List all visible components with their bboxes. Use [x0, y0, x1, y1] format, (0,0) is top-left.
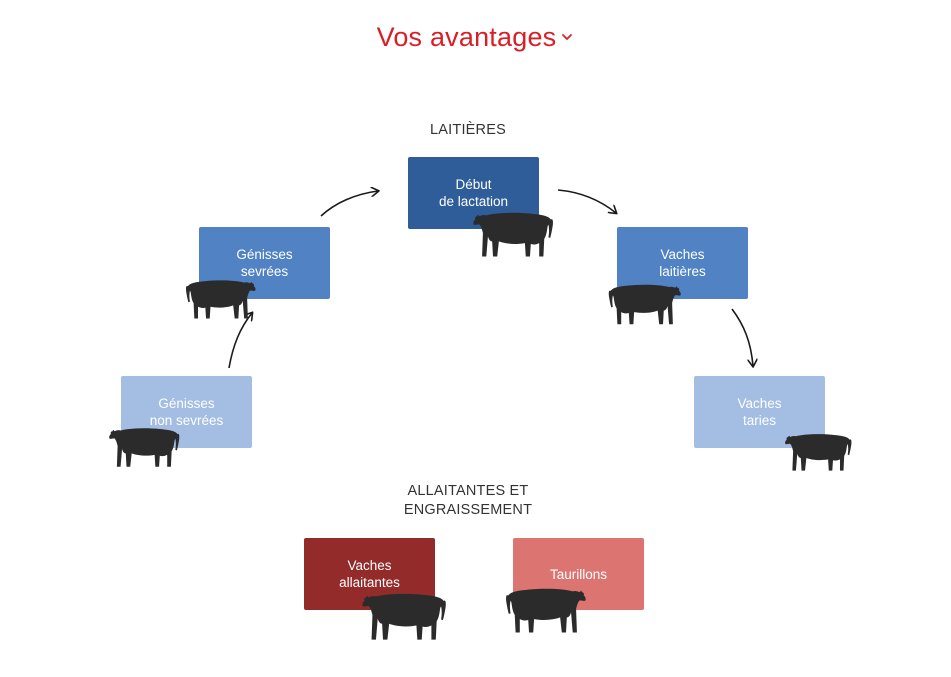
section-label-beef: ALLAITANTES ET ENGRAISSEMENT: [388, 482, 548, 520]
arrow-non-sevrees-to-sevrees: [228, 313, 252, 369]
arrow-debut-to-laitieres: [557, 189, 616, 213]
chevron-down-icon: [562, 33, 573, 40]
stage-label: Début de lactation: [438, 177, 509, 209]
arrow-sevrees-to-debut: [320, 191, 378, 217]
stage-label: Génisses sevrées: [236, 247, 293, 279]
section-label-dairy: LAITIÈRES: [430, 122, 506, 138]
section-label-beef-text: ALLAITANTES ET ENGRAISSEMENT: [403, 483, 533, 518]
stage-genisses-non-sevrees[interactable]: Génisses non sevrées: [121, 376, 252, 448]
page-title[interactable]: Vos avantages: [0, 22, 951, 53]
cow-icon-vaches-laitieres: [606, 280, 682, 326]
arrow-laitieres-to-taries: [731, 308, 753, 366]
stage-label: Génisses non sevrées: [149, 396, 224, 428]
page-title-label: Vos avantages: [376, 22, 557, 52]
cow-icon-genisses-non-sevrees: [108, 422, 182, 470]
cow-icon-genisses-sevrees: [183, 276, 257, 320]
cow-icon-debut-lactation: [472, 207, 556, 259]
stage-label: Vaches taries: [737, 396, 782, 428]
stage-debut-lactation[interactable]: Début de lactation: [408, 157, 539, 229]
cow-icon-taurillons: [503, 582, 587, 636]
stage-label: Taurillons: [549, 566, 608, 582]
cow-icon-vaches-allaitantes: [361, 588, 449, 642]
cow-icon-vaches-taries: [784, 425, 854, 477]
stage-label: Vaches allaitantes: [339, 558, 400, 590]
stage-label: Vaches laitières: [659, 247, 706, 279]
